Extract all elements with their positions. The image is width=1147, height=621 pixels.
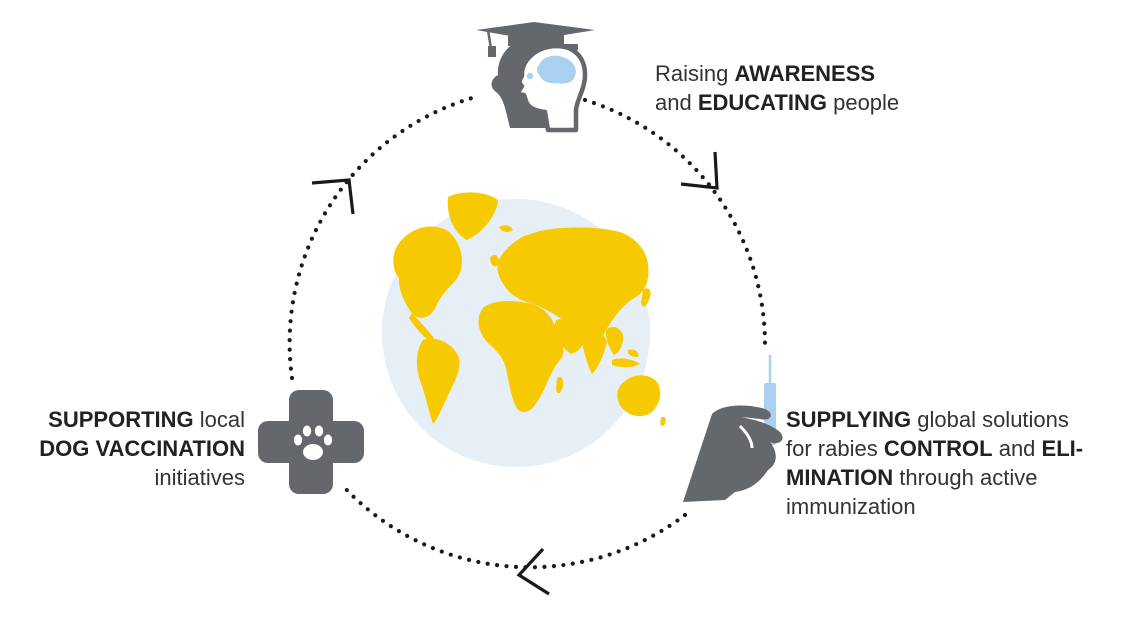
- mortarboard-cap: [508, 33, 564, 46]
- supplying-line-3: MINATION through active: [786, 465, 1038, 490]
- hand-syringe-icon: [683, 355, 783, 502]
- supporting-line-1: SUPPORTING local: [48, 407, 245, 432]
- paw-cross-icon: [258, 390, 364, 494]
- world-globe-icon: [382, 192, 666, 467]
- label-supplying: SUPPLYING global solutions for rabies CO…: [786, 405, 1083, 521]
- brain: [536, 55, 576, 84]
- cycle-arc-bottom: [339, 482, 688, 570]
- supplying-line-2: for rabies CONTROL and ELI-: [786, 436, 1084, 461]
- chevron-arrow-icon: [516, 547, 550, 596]
- paw-print: [293, 425, 333, 460]
- supporting-line-3: initiatives: [154, 465, 245, 490]
- brain-dot: [526, 72, 534, 80]
- chevron-arrow-icon: [311, 178, 355, 215]
- hand: [683, 405, 783, 502]
- supporting-line-2: DOG VACCINATION: [39, 436, 245, 461]
- awareness-line-2: and EDUCATING people: [655, 90, 900, 115]
- finger-line: [738, 424, 754, 449]
- cycle-arrows: [311, 151, 719, 596]
- label-awareness: Raising AWARENESS and EDUCATING people: [655, 59, 899, 117]
- supplying-line-1: SUPPLYING global solutions: [786, 407, 1069, 432]
- cycle-arc-top-right: [582, 97, 768, 348]
- supplying-line-4: immunization: [786, 494, 916, 519]
- graduation-head-brain-icon: [476, 22, 595, 133]
- cycle-ring: [287, 95, 768, 570]
- cycle-arc-top-left: [287, 95, 475, 381]
- label-supporting: SUPPORTING local DOG VACCINATION initiat…: [0, 405, 245, 492]
- awareness-line-1: Raising AWARENESS: [655, 61, 876, 86]
- mortarboard: [476, 22, 595, 40]
- chevron-arrow-icon: [680, 151, 719, 190]
